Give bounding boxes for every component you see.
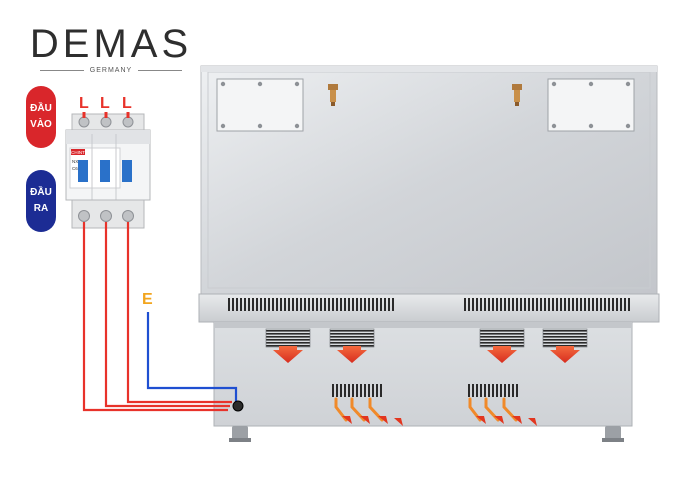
input-phase-wires xyxy=(82,112,130,118)
cable-entry-point xyxy=(232,400,244,412)
output-phase-wires xyxy=(82,222,232,412)
airflow-arrow-icon xyxy=(487,346,517,363)
tagline-rule-left xyxy=(39,70,84,71)
breaker-toggle-1[interactable] xyxy=(78,160,88,182)
brand-tagline: GERMANY xyxy=(89,67,133,74)
breaker-rating-text: C63 xyxy=(72,166,81,171)
input-badge: ĐẦU VÀO xyxy=(26,86,56,148)
exhaust-grille-left xyxy=(332,384,403,426)
input-label-line-2: VÀO xyxy=(30,119,52,130)
airflow-arrow-icon xyxy=(337,346,367,363)
exhaust-grille-right xyxy=(466,384,537,426)
air-vent-4 xyxy=(542,328,588,363)
exhaust-arrows-icon xyxy=(334,397,384,422)
air-vent-1 xyxy=(265,328,311,363)
output-badge: ĐẦU RA xyxy=(26,170,56,232)
vent-band xyxy=(198,293,660,323)
phase-terminal-label-3: L xyxy=(122,95,132,112)
breaker-toggle-3[interactable] xyxy=(122,160,132,182)
bracket-right xyxy=(547,78,635,132)
breaker-brand-text: CHINT xyxy=(71,150,85,155)
breaker-toggle-2[interactable] xyxy=(100,160,110,182)
input-label-line-1: ĐẦU xyxy=(30,103,52,114)
valve-right-icon xyxy=(512,84,522,106)
earth-wire xyxy=(146,312,238,402)
output-label-line-1: ĐẦU xyxy=(30,187,52,198)
phase-terminal-label-2: L xyxy=(100,95,110,112)
airflow-arrow-icon xyxy=(550,346,580,363)
valve-left-icon xyxy=(328,84,338,106)
circuit-breaker: CHINT NXB-63 C63 xyxy=(65,113,151,229)
bracket-left xyxy=(216,78,304,132)
output-label-line-2: RA xyxy=(33,203,49,214)
brand-tagline-row: GERMANY xyxy=(28,67,194,74)
airflow-arrow-icon xyxy=(273,346,303,363)
air-vent-2 xyxy=(329,328,375,363)
machine-feet xyxy=(229,426,624,442)
phase-terminal-label-1: L xyxy=(79,95,89,112)
brand-name: DEMAS xyxy=(29,22,193,66)
breaker-brand-badge xyxy=(71,149,85,155)
air-vent-3 xyxy=(479,328,525,363)
brand-logo: DEMAS GERMANY xyxy=(28,24,194,74)
tagline-rule-right xyxy=(138,70,183,71)
exhaust-arrows-icon xyxy=(468,397,518,422)
earth-terminal-label: E xyxy=(142,291,153,308)
